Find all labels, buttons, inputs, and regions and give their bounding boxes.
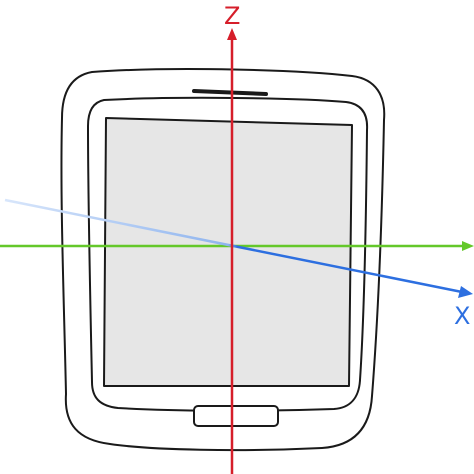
x-axis-label: X <box>454 302 470 330</box>
x-axis-arrowhead <box>458 286 473 298</box>
z-axis: Z <box>224 2 240 474</box>
x-axis: X <box>4 198 473 330</box>
tablet-screen <box>103 117 353 387</box>
tablet-speaker-slot <box>192 89 268 96</box>
tablet-inner-bezel <box>87 96 369 412</box>
y-axis-arrowhead <box>462 241 474 251</box>
tablet-icon <box>60 68 386 452</box>
tablet-home-button <box>193 405 279 427</box>
x-axis-line <box>4 198 463 294</box>
z-axis-arrowhead <box>227 28 237 40</box>
z-axis-label: Z <box>224 2 240 30</box>
